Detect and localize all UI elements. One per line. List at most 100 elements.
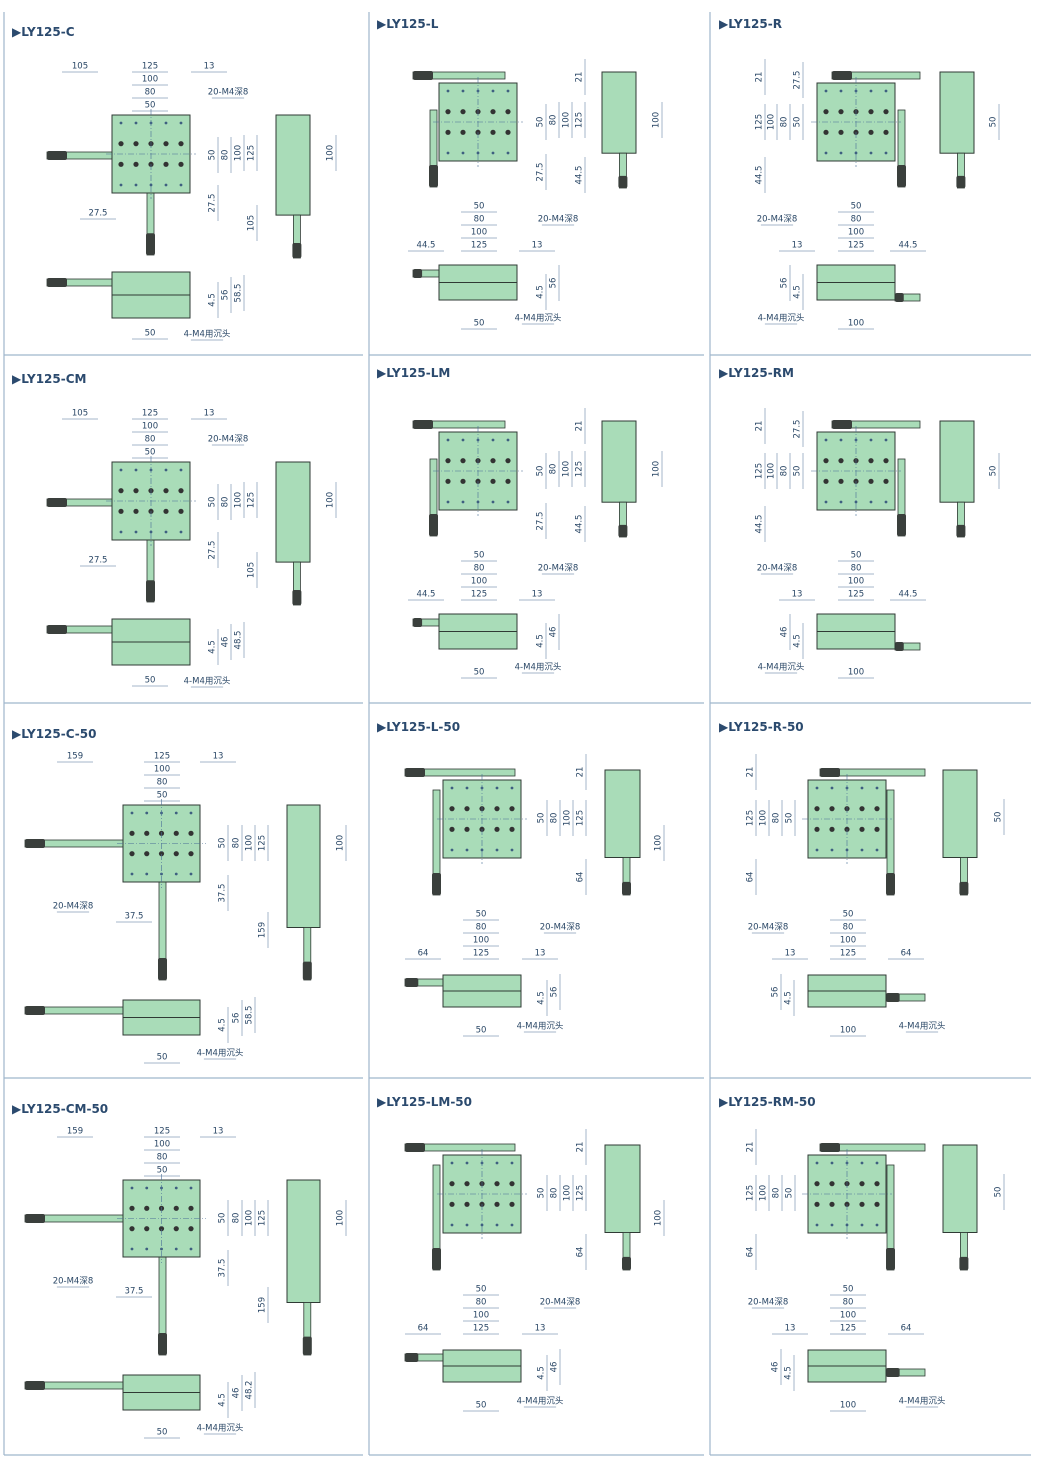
dimension-label: 50: [994, 1187, 1004, 1198]
mounting-hole: [868, 129, 874, 135]
mounting-hole: [860, 1223, 864, 1227]
mounting-hole: [868, 478, 874, 484]
dimension-label: 4.5: [784, 1366, 794, 1380]
stage-side-view: [604, 769, 641, 858]
dimension-label: 100: [326, 492, 336, 508]
dimension-label: 4.5: [784, 991, 794, 1005]
dimension-label: 80: [476, 923, 487, 933]
micrometer-knob: [429, 165, 438, 187]
mounting-hole: [506, 151, 510, 155]
mounting-hole: [869, 151, 873, 155]
mounting-hole: [144, 830, 150, 836]
mounting-hole: [824, 151, 828, 155]
dimension-label: 105: [72, 62, 88, 72]
mounting-hole: [839, 500, 843, 504]
micrometer-knob: [405, 768, 425, 777]
micrometer-knob: [25, 1214, 45, 1223]
mounting-hole: [491, 151, 495, 155]
micrometer-knob: [413, 71, 433, 80]
micrometer-knob: [405, 978, 419, 987]
stage-front-view-lower: [816, 282, 896, 301]
mounting-hole: [174, 1186, 178, 1190]
mounting-hole: [134, 530, 138, 534]
dimension-label: 50: [851, 551, 862, 561]
dimension-label: 125: [575, 112, 585, 128]
callout-label: 20-M4深8: [208, 435, 249, 445]
micrometer-knob: [413, 618, 423, 627]
micrometer-knob: [47, 498, 67, 507]
mounting-hole: [164, 530, 168, 534]
micrometer-knob: [292, 589, 302, 605]
dimension-label: 50: [793, 117, 803, 128]
mounting-hole: [130, 1186, 134, 1190]
dimension-label: 48.5: [234, 631, 244, 650]
mounting-hole: [884, 500, 888, 504]
dimension-label: 13: [204, 409, 215, 419]
stage-front-view-lower: [807, 990, 887, 1008]
dimension-label: 100: [563, 810, 573, 826]
mounting-hole: [133, 508, 139, 514]
mounting-hole: [130, 872, 134, 876]
mounting-hole: [134, 468, 138, 472]
mounting-hole: [129, 851, 135, 857]
mounting-hole: [823, 109, 829, 115]
dimension-label: 56: [232, 1013, 242, 1024]
mounting-hole: [859, 826, 865, 832]
dimension-label: 13: [792, 241, 803, 251]
dimension-label: 56: [549, 278, 559, 289]
mounting-hole: [446, 89, 450, 93]
micrometer-knob: [820, 1143, 840, 1152]
mounting-hole: [464, 826, 470, 832]
dimension-label: 37.5: [125, 912, 144, 922]
stage-front-view-upper: [111, 271, 191, 296]
mounting-hole: [144, 851, 150, 857]
micrometer-knob: [158, 1333, 167, 1355]
callout-label: 4-M4用沉头: [899, 1396, 946, 1407]
dimension-label: 50: [994, 812, 1004, 823]
callout-label: 20-M4深8: [53, 1277, 94, 1287]
dimension-label: 37.5: [218, 1259, 228, 1278]
mounting-hole: [178, 508, 184, 514]
dimension-label: 159: [258, 1297, 268, 1313]
mounting-hole: [510, 1223, 514, 1227]
callout-label: 20-M4深8: [538, 215, 579, 225]
micrometer-knob: [622, 881, 631, 895]
micrometer-knob: [832, 420, 852, 429]
dimension-label: 100: [759, 1185, 769, 1201]
mounting-hole: [173, 851, 179, 857]
mounting-hole: [490, 458, 496, 464]
dimension-label: 80: [476, 1298, 487, 1308]
mounting-hole: [179, 530, 183, 534]
dimension-label: 50: [208, 150, 218, 161]
dimension-label: 13: [532, 241, 543, 251]
mounting-hole: [450, 848, 454, 852]
mounting-hole: [476, 151, 480, 155]
mounting-hole: [133, 161, 139, 167]
dimension-label: 56: [550, 987, 560, 998]
dimension-label: 56: [780, 278, 790, 289]
mounting-hole: [178, 141, 184, 147]
dimension-label: 80: [474, 215, 485, 225]
stage-front-view-upper: [442, 1349, 522, 1367]
mounting-hole: [824, 89, 828, 93]
dimension-label: 100: [154, 1140, 170, 1150]
dimension-label: 50: [474, 551, 485, 561]
dimension-label: 50: [851, 202, 862, 212]
stage-front-view-lower: [111, 641, 191, 666]
dimension-label: 100: [336, 835, 346, 851]
stage-side-view: [601, 420, 637, 503]
dimension-label: 13: [792, 590, 803, 600]
dimension-label: 125: [247, 145, 257, 161]
mounting-hole: [495, 848, 499, 852]
dimension-label: 13: [204, 62, 215, 72]
micrometer-knob: [897, 514, 906, 536]
dimension-label: 100: [326, 145, 336, 161]
dimension-label: 125: [473, 949, 489, 959]
callout-label: 20-M4深8: [748, 923, 789, 933]
micrometer-knob: [47, 151, 67, 160]
dimension-label: 80: [780, 466, 790, 477]
mounting-hole: [854, 500, 858, 504]
